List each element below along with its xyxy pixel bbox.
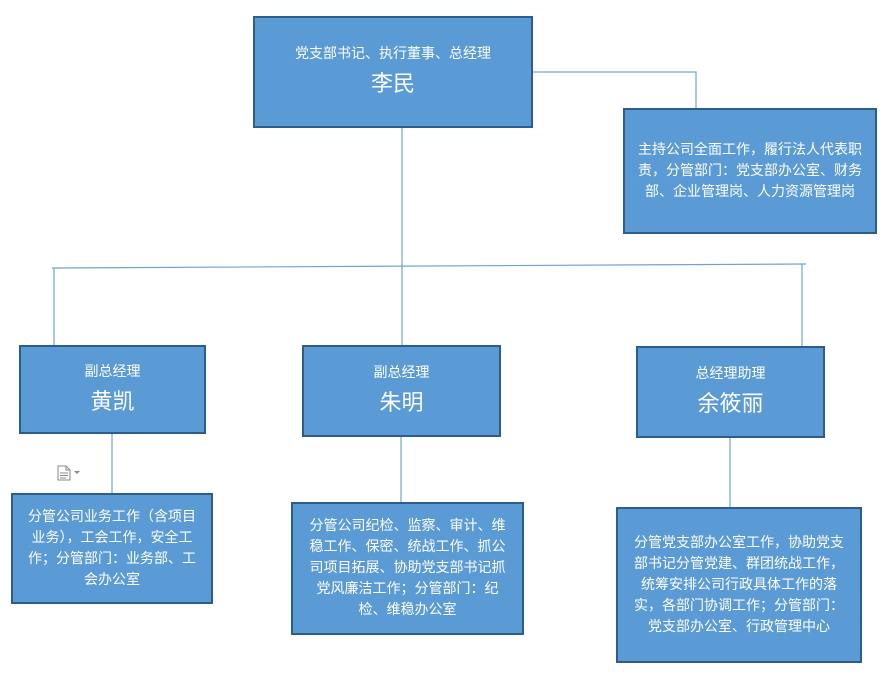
deputy-role: 副总经理 xyxy=(84,363,141,380)
top-executive-box: 党支部书记、执行董事、总经理 李民 xyxy=(253,16,533,128)
top-executive-duties-box: 主持公司全面工作，履行法人代表职责，分管部门：党支部办公室、财务部、企业管理岗、… xyxy=(623,108,877,234)
deputy-role: 副总经理 xyxy=(373,365,430,381)
deputy-box-yuxiaoli: 总经理助理 余筱丽 xyxy=(636,346,825,438)
deputy-duties: 分管公司业务工作（含项目业务），工会工作，安全工作；分管部门：业务部、工会办公室 xyxy=(28,508,196,588)
top-executive-duties: 主持公司全面工作，履行法人代表职责，分管部门：党支部办公室、财务部、企业管理岗、… xyxy=(638,141,862,200)
deputy-duties-box-zhuming: 分管公司纪检、监察、审计、维稳工作、保密、统战工作、抓公司项目拓展、协助党支部书… xyxy=(291,502,524,635)
chevron-down-icon xyxy=(74,471,80,474)
deputy-duties-box-huangkai: 分管公司业务工作（含项目业务），工会工作，安全工作；分管部门：业务部、工会办公室 xyxy=(11,493,213,604)
deputy-duties: 分管党支部办公室工作，协助党支部书记分管党建、群团统战工作，统筹安排公司行政具体… xyxy=(634,534,844,635)
deputy-name: 黄凯 xyxy=(90,389,135,415)
deputy-name: 余筱丽 xyxy=(697,392,764,417)
top-executive-name: 李民 xyxy=(370,72,415,97)
deputy-duties: 分管公司纪检、监察、审计、维稳工作、保密、统战工作、抓公司项目拓展、协助党支部书… xyxy=(309,518,506,618)
top-executive-role: 党支部书记、执行董事、总经理 xyxy=(295,46,491,62)
deputy-box-zhuming: 副总经理 朱明 xyxy=(302,345,501,437)
deputy-role: 总经理助理 xyxy=(695,366,766,382)
document-icon[interactable] xyxy=(57,465,83,481)
connector-bus xyxy=(51,263,807,269)
deputy-name: 朱明 xyxy=(379,391,424,416)
deputy-box-huangkai: 副总经理 黄凯 xyxy=(19,345,206,434)
connector-top-duties xyxy=(533,71,697,108)
deputy-duties-box-yuxiaoli: 分管党支部办公室工作，协助党支部书记分管党建、群团统战工作，统筹安排公司行政具体… xyxy=(616,507,862,663)
